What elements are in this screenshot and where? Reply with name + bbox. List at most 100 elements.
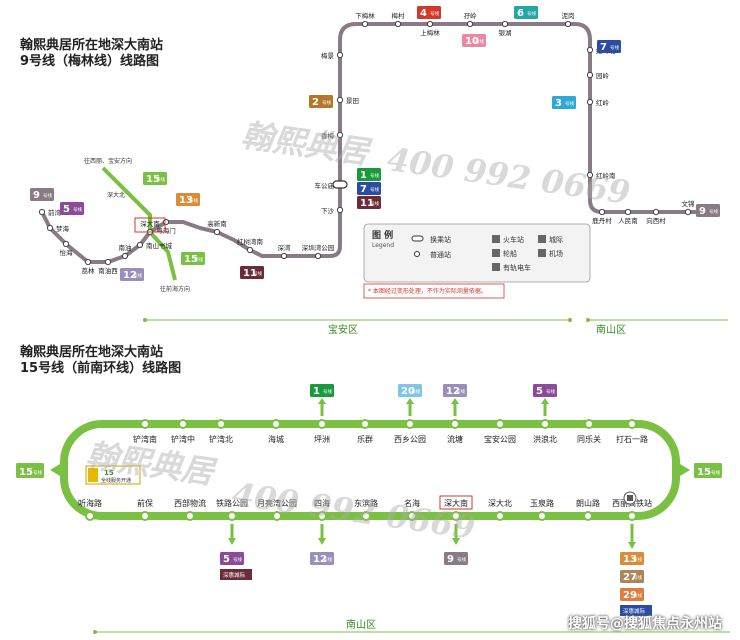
line9-station-dot (336, 51, 344, 59)
nanshan-bar-end-left (586, 318, 590, 322)
line9-station-dot (46, 224, 54, 232)
line9-station-label: 向西村 (646, 216, 666, 225)
line9-badge-bg (30, 188, 54, 201)
line9-station-label: 南山书城 (146, 241, 173, 250)
right-edge-arrow-icon (680, 464, 690, 476)
line9-station-label: 鹿丹村 (592, 216, 612, 225)
line9-badge-label: 号线 (709, 208, 718, 215)
line9-station-dot (586, 71, 594, 79)
line9-badge-num: 13 (179, 195, 193, 206)
line9-station-label: 前湾 (48, 208, 62, 217)
line9-badge-num: 15 (184, 254, 198, 265)
line15-station-label: 东滨路 (354, 498, 378, 508)
line15-station-label: 西乡公园 (394, 435, 426, 444)
line9-station-label: 泥岗 (562, 12, 575, 20)
edge-left-badge-label: 号线 (33, 469, 42, 476)
intercity-badge-bg (220, 569, 252, 580)
line9-badge-num: 6 (517, 8, 524, 19)
line9-station-dot (586, 98, 594, 106)
line15-top-badge-num: 5 (536, 386, 543, 397)
line9-station-dot (62, 240, 70, 248)
line9-station-label: 香梅 (321, 131, 335, 140)
line9-station-dot (598, 208, 606, 216)
line15-bottom-badge-bg (220, 552, 244, 565)
line9-station-dot (361, 20, 369, 28)
line9-badge-bg (60, 202, 84, 215)
xili-badge-num: 27 (623, 572, 637, 583)
line15-station-dot (450, 419, 460, 429)
line15-title-line2: 15号线（前南环线）线路图 (20, 361, 182, 376)
line9-station-dot (501, 20, 509, 28)
line9-station-dot (104, 258, 112, 266)
airport-icon (538, 249, 546, 257)
line15-bottom-badge-num: 9 (447, 554, 454, 565)
line9-station-label: 文锦 (682, 199, 696, 208)
line9-badge-label: 号线 (43, 192, 52, 199)
arrow-up-icon (541, 398, 549, 404)
edge-right-badge-label: 号线 (711, 469, 720, 476)
line9-station-dot (84, 258, 92, 266)
loop-label-text: 全线服务开通 (101, 477, 131, 484)
line9-station-label: 下沙 (321, 207, 335, 215)
line9-station-label: 深圳湾公园 (302, 243, 335, 252)
intercity2-badge-bg (620, 605, 652, 616)
line15-station-dot (85, 511, 95, 521)
line15-top-badge-bg (310, 384, 334, 397)
baoan-bar-end-right (568, 318, 572, 322)
line9-badge-num: 11 (360, 198, 374, 209)
line15-station-label: 铲湾中 (171, 434, 195, 444)
line9-station-dot (684, 208, 692, 216)
line9-badge-label: 号线 (370, 186, 379, 193)
line15-top-badge-bg (398, 384, 422, 397)
line9-title: 翰熙典居所在地深大南站 9号线（梅林线）线路图 (20, 38, 163, 70)
line15-station-dot (271, 419, 281, 429)
line9-station-label: 梅景 (321, 51, 335, 60)
line9-badge-num: 7 (600, 42, 607, 53)
legend-ferry-label: 轮船 (503, 249, 517, 258)
line15-station-label: 深大南 (444, 498, 468, 508)
arrow-up-icon (318, 398, 326, 404)
line9-badge-5: 15号线 (181, 252, 205, 265)
line9-badge-label: 号线 (322, 99, 331, 106)
line9-badge-label: 号线 (253, 270, 262, 277)
legend-note-box (363, 283, 505, 299)
line9-station-label: 高新南 (207, 219, 227, 228)
legend-airport-label: 机场 (549, 249, 563, 258)
intercity2-badge-label: 深惠城际 (623, 607, 646, 615)
legend-note: * 本图经过变形处理，不作为实际测量依据。 (368, 287, 487, 295)
legend-transfer-label: 换乘站 (430, 235, 451, 244)
line15-top-badge-label: 号线 (411, 388, 420, 395)
line9-station-label: 银湖 (499, 28, 513, 37)
left-edge-arrow-icon (50, 464, 60, 476)
line9-station-dot (586, 171, 594, 179)
arrow-down-icon (228, 538, 236, 545)
line9-station-dot (38, 208, 46, 216)
line9-badge-bg (120, 268, 144, 281)
line9-station-label: 粤海门 (156, 226, 176, 235)
line15-station-label: 打石一路 (616, 434, 648, 444)
line15-station-dot (405, 419, 415, 429)
line9-station-label: 红岭 (596, 98, 610, 107)
line15-branch-south (148, 230, 177, 281)
line9-badge-bg (696, 204, 720, 217)
line9-badge-3: 15号线 (143, 172, 167, 185)
line9-badge-label: 号线 (73, 206, 82, 213)
line9-station-dot (624, 208, 632, 216)
line9-station-label: 景田 (346, 97, 359, 105)
xili-badge-num: 29 (623, 590, 637, 601)
line15-top-badge-bg (533, 384, 557, 397)
xili-badge-label: 号线 (633, 556, 642, 563)
line9-station-dot (136, 241, 144, 249)
